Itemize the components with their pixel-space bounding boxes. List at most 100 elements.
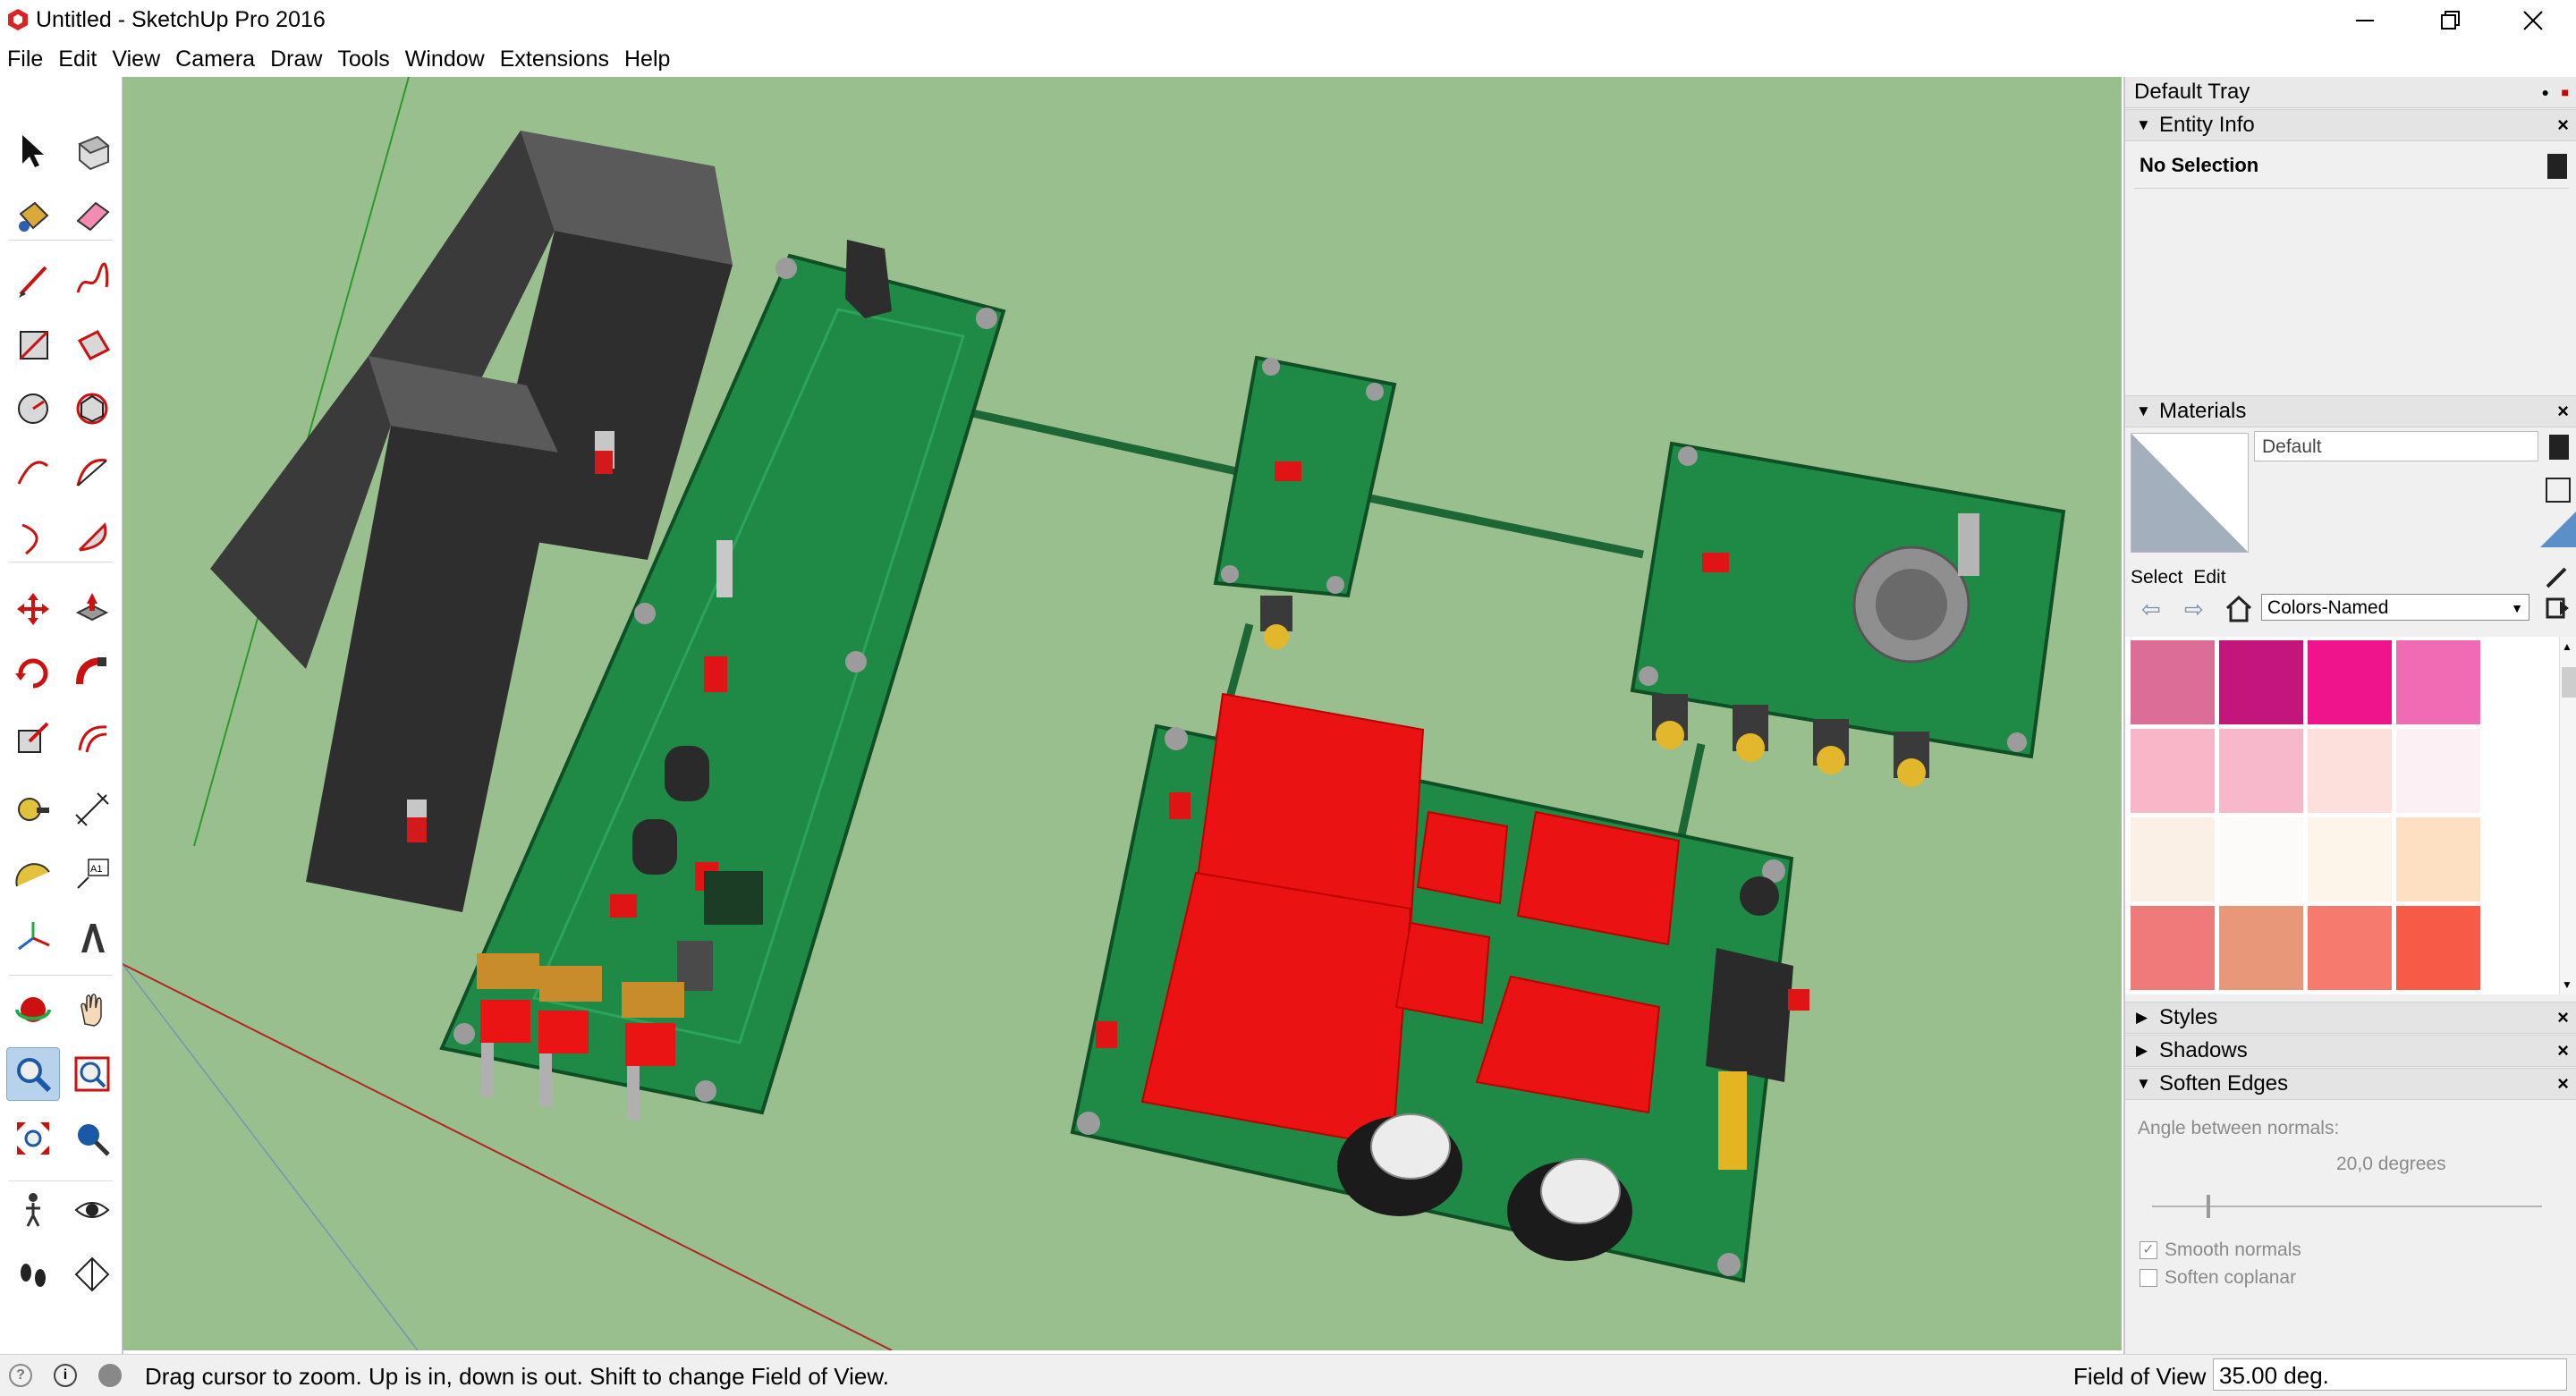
- material-swatch[interactable]: [2396, 906, 2480, 990]
- freehand-tool[interactable]: [66, 254, 118, 306]
- soften-coplanar-checkbox[interactable]: [2140, 1269, 2157, 1287]
- material-swatch[interactable]: [2308, 817, 2392, 901]
- panel-close-icon[interactable]: ×: [2557, 114, 2569, 136]
- back-arrow-icon[interactable]: ⇦: [2141, 596, 2161, 622]
- angle-slider-thumb[interactable]: [2207, 1195, 2211, 1218]
- three-point-arc-tool[interactable]: [7, 512, 59, 563]
- walk-tool[interactable]: [7, 1184, 59, 1236]
- panel-close-icon[interactable]: ×: [2557, 1006, 2569, 1028]
- select-tool[interactable]: [7, 125, 59, 177]
- credits-icon[interactable]: i: [54, 1364, 77, 1387]
- materials-header[interactable]: ▼ Materials ×: [2125, 395, 2576, 427]
- zoom-window-tool[interactable]: [66, 1048, 118, 1100]
- dimension-tool[interactable]: [66, 783, 118, 835]
- scroll-down-icon[interactable]: ▼: [2562, 978, 2572, 991]
- orbit-tool[interactable]: [7, 984, 59, 1036]
- circle-tool[interactable]: [7, 383, 59, 435]
- two-point-arc-tool[interactable]: [66, 447, 118, 499]
- entity-info-header[interactable]: ▼ Entity Info ×: [2125, 109, 2576, 141]
- menu-window[interactable]: Window: [404, 46, 485, 72]
- scroll-up-icon[interactable]: ▲: [2562, 640, 2572, 653]
- details-toggle-icon[interactable]: [2547, 154, 2567, 179]
- make-component-tool[interactable]: [66, 125, 118, 177]
- styles-header[interactable]: ▶ Styles ×: [2125, 1002, 2576, 1034]
- menu-file[interactable]: File: [7, 46, 44, 72]
- material-swatch[interactable]: [2131, 640, 2215, 724]
- zoom-extents-tool[interactable]: [7, 1113, 59, 1164]
- rotated-rectangle-tool[interactable]: [66, 318, 118, 370]
- sample-paint-icon[interactable]: [2544, 563, 2571, 590]
- menu-help[interactable]: Help: [624, 46, 671, 72]
- material-swatch[interactable]: [2219, 729, 2303, 813]
- close-window-button[interactable]: [2492, 0, 2574, 41]
- material-swatch[interactable]: [2308, 906, 2392, 990]
- swatch-scrollbar[interactable]: ▲ ▼: [2559, 637, 2576, 994]
- axes-tool[interactable]: [7, 912, 59, 964]
- default-material-icon[interactable]: [2540, 512, 2576, 547]
- angle-slider-track[interactable]: [2152, 1195, 2542, 1218]
- material-swatch[interactable]: [2131, 817, 2215, 901]
- shadows-header[interactable]: ▶ Shadows ×: [2125, 1035, 2576, 1067]
- restore-button[interactable]: [2410, 0, 2492, 41]
- material-swatch[interactable]: [2131, 729, 2215, 813]
- panel-close-icon[interactable]: ×: [2557, 1072, 2569, 1095]
- panel-close-icon[interactable]: ×: [2557, 1039, 2569, 1062]
- section-plane-tool[interactable]: [66, 1248, 118, 1300]
- material-swatch[interactable]: [2219, 817, 2303, 901]
- panel-close-icon[interactable]: ×: [2557, 400, 2569, 422]
- user-account-icon[interactable]: [98, 1364, 122, 1387]
- material-swatch[interactable]: [2219, 640, 2303, 724]
- menu-view[interactable]: View: [112, 46, 161, 72]
- scale-tool[interactable]: [7, 712, 59, 764]
- tray-close-icon[interactable]: ■: [2561, 85, 2569, 99]
- material-swatch[interactable]: [2396, 817, 2480, 901]
- offset-tool[interactable]: [66, 712, 118, 764]
- menu-draw[interactable]: Draw: [270, 46, 323, 72]
- pie-tool[interactable]: [66, 512, 118, 563]
- measurement-input[interactable]: 35.00 deg.: [2213, 1358, 2567, 1391]
- push-pull-tool[interactable]: [66, 583, 118, 635]
- tab-select[interactable]: Select: [2131, 567, 2183, 588]
- details-arrow-icon[interactable]: [2546, 596, 2571, 621]
- menu-extensions[interactable]: Extensions: [499, 46, 609, 72]
- home-icon[interactable]: [2224, 594, 2254, 624]
- rectangle-tool[interactable]: [7, 318, 59, 370]
- menu-camera[interactable]: Camera: [175, 46, 256, 72]
- minimize-button[interactable]: [2324, 0, 2406, 41]
- line-tool[interactable]: [7, 254, 59, 306]
- material-swatch[interactable]: [2396, 640, 2480, 724]
- material-swatch[interactable]: [2219, 906, 2303, 990]
- footprints-tool[interactable]: [7, 1248, 59, 1300]
- forward-arrow-icon[interactable]: ⇨: [2184, 596, 2204, 622]
- geo-location-icon[interactable]: ?: [9, 1364, 32, 1387]
- arc-tool[interactable]: [7, 447, 59, 499]
- create-material-icon[interactable]: [2546, 478, 2571, 503]
- material-swatch[interactable]: [2131, 906, 2215, 990]
- model-viewport[interactable]: [123, 77, 2122, 1350]
- soften-edges-header[interactable]: ▼ Soften Edges ×: [2125, 1068, 2576, 1100]
- material-swatch[interactable]: [2308, 640, 2392, 724]
- protractor-tool[interactable]: [7, 848, 59, 900]
- rotate-tool[interactable]: [7, 647, 59, 699]
- tab-edit[interactable]: Edit: [2193, 567, 2226, 588]
- material-name-field[interactable]: Default: [2254, 431, 2538, 461]
- smooth-normals-checkbox[interactable]: ✓: [2140, 1241, 2157, 1259]
- position-camera-tool[interactable]: [66, 1113, 118, 1164]
- follow-me-tool[interactable]: [66, 647, 118, 699]
- menu-tools[interactable]: Tools: [337, 46, 390, 72]
- menu-edit[interactable]: Edit: [58, 46, 97, 72]
- zoom-tool[interactable]: [6, 1047, 60, 1101]
- tape-measure-tool[interactable]: [7, 783, 59, 835]
- text-tool[interactable]: A1: [66, 848, 118, 900]
- pin-icon[interactable]: ●: [2541, 85, 2549, 99]
- paint-bucket-tool[interactable]: [7, 190, 59, 241]
- 3d-text-tool[interactable]: [66, 912, 118, 964]
- pan-tool[interactable]: [66, 984, 118, 1036]
- scroll-thumb[interactable]: [2562, 667, 2576, 698]
- details-toggle-icon[interactable]: [2549, 435, 2569, 460]
- library-dropdown[interactable]: Colors-Named ▼: [2261, 594, 2529, 621]
- eraser-tool[interactable]: [66, 190, 118, 241]
- material-swatch[interactable]: [2396, 729, 2480, 813]
- polygon-tool[interactable]: [66, 383, 118, 435]
- look-around-tool[interactable]: [66, 1184, 118, 1236]
